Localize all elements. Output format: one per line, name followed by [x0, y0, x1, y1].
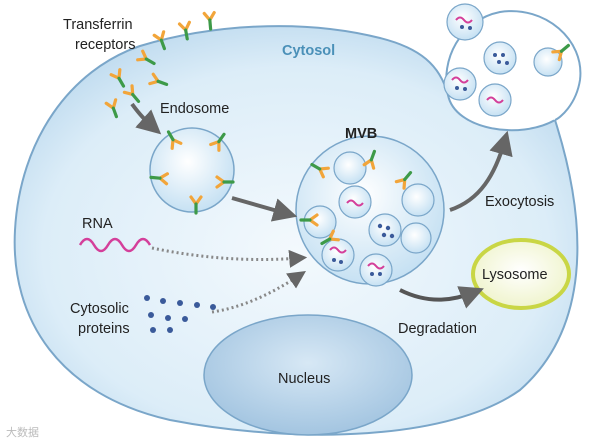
- nucleus: [203, 314, 413, 436]
- label-cytosolic-line2: proteins: [78, 321, 130, 337]
- label-nucleus: Nucleus: [278, 371, 331, 387]
- label-cytosol: Cytosol: [282, 43, 336, 59]
- label-endosome: Endosome: [160, 101, 230, 117]
- label-exocytosis: Exocytosis: [485, 194, 555, 210]
- label-degradation: Degradation: [398, 321, 477, 337]
- label-transferrin-line2: receptors: [75, 37, 136, 53]
- watermark: 大数据: [6, 426, 39, 439]
- label-lysosome: Lysosome: [482, 267, 548, 283]
- label-rna: RNA: [82, 216, 113, 232]
- lysosome: [471, 238, 571, 310]
- flow-arrows: [130, 102, 513, 314]
- protein-dots: [144, 295, 216, 333]
- endosome: [148, 127, 235, 215]
- mvb: [295, 135, 445, 287]
- label-mvb: MVB: [345, 126, 378, 142]
- exocytosis-pocket: [443, 3, 582, 121]
- label-cytosolic-line1: Cytosolic: [70, 301, 129, 317]
- rna-strand: [78, 237, 152, 253]
- label-transferrin-line1: Transferrin: [63, 17, 133, 33]
